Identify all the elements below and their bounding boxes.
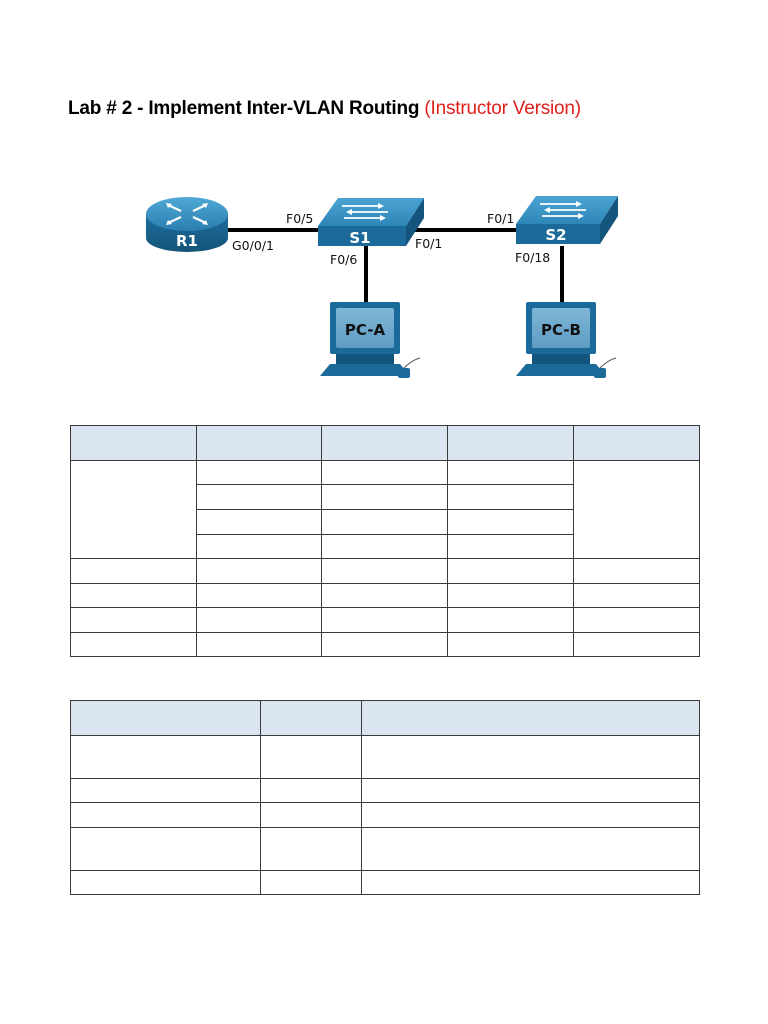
table-cell	[70, 460, 197, 559]
table-cell	[70, 607, 197, 633]
table-cell	[447, 607, 574, 633]
table-row	[70, 460, 700, 559]
table-row	[70, 632, 700, 657]
header-cell	[573, 425, 700, 461]
table-cell	[260, 735, 362, 779]
table-cell	[447, 558, 574, 584]
table-header-row	[70, 700, 700, 736]
pcb-label: PC-B	[541, 321, 581, 339]
table-header-row	[70, 425, 700, 461]
port-s2-f018: F0/18	[515, 250, 550, 265]
pca-label: PC-A	[345, 321, 386, 339]
table-row	[70, 583, 700, 608]
table-cell	[260, 827, 362, 871]
table-row	[71, 534, 700, 559]
table-row	[70, 558, 700, 584]
table-cell	[196, 632, 322, 657]
vlan-table	[70, 700, 700, 895]
table-cell	[573, 607, 700, 633]
table-cell	[321, 534, 448, 559]
table-cell	[321, 460, 448, 485]
table-cell	[196, 583, 322, 608]
table-cell	[196, 509, 322, 535]
table-cell	[196, 534, 322, 559]
title-subtitle: (Instructor Version)	[424, 98, 581, 119]
port-r1-g001: G0/0/1	[232, 238, 274, 253]
port-s2-f01: F0/1	[487, 211, 514, 226]
table-cell	[260, 802, 362, 828]
table-cell	[361, 735, 700, 779]
table-cell	[361, 827, 700, 871]
table-cell	[70, 827, 261, 871]
table-cell	[321, 558, 448, 584]
router-r1-icon: R1	[146, 197, 228, 252]
table-row	[71, 509, 700, 535]
table-cell	[70, 870, 261, 895]
port-s1-f01: F0/1	[415, 236, 442, 251]
title-main: Lab # 2 - Implement Inter-VLAN Routing	[68, 98, 420, 119]
table-cell	[321, 607, 448, 633]
table-cell	[573, 558, 700, 584]
s2-label: S2	[545, 226, 566, 244]
table-cell	[321, 632, 448, 657]
table-row	[70, 802, 700, 828]
pc-a-icon: PC-A	[320, 302, 421, 378]
s1-label: S1	[349, 229, 370, 247]
table-cell	[196, 484, 322, 510]
header-cell	[70, 700, 261, 736]
table-cell	[196, 558, 322, 584]
table-cell	[447, 583, 574, 608]
table-cell	[447, 484, 574, 510]
table-cell	[260, 870, 362, 895]
table-cell	[196, 607, 322, 633]
r1-label: R1	[176, 232, 198, 250]
table-cell	[361, 778, 700, 803]
table-row	[70, 735, 700, 779]
addressing-table	[70, 425, 700, 657]
port-s1-f06: F0/6	[330, 252, 357, 267]
table-cell	[321, 484, 448, 510]
table-cell	[196, 460, 322, 485]
switch-s2-icon: S2	[516, 196, 618, 244]
header-cell	[361, 700, 700, 736]
header-cell	[70, 425, 197, 461]
topology-diagram: R1 S1 S2	[146, 196, 618, 378]
table-row	[70, 607, 700, 633]
table-row	[71, 484, 700, 510]
page-title: Lab # 2 - Implement Inter-VLAN Routing (…	[68, 98, 581, 120]
header-cell	[196, 425, 322, 461]
table-cell	[573, 583, 700, 608]
table-cell	[70, 632, 197, 657]
table-row	[70, 827, 700, 871]
table-cell	[321, 583, 448, 608]
header-cell	[321, 425, 448, 461]
table-cell	[361, 802, 700, 828]
pc-b-icon: PC-B	[516, 302, 617, 378]
table-cell	[573, 632, 700, 657]
header-cell	[447, 425, 574, 461]
table-cell	[70, 583, 197, 608]
header-cell	[260, 700, 362, 736]
table-cell	[260, 778, 362, 803]
table-cell	[361, 870, 700, 895]
table-cell	[447, 632, 574, 657]
table-cell	[321, 509, 448, 535]
table-cell	[70, 558, 197, 584]
table-cell	[70, 778, 261, 803]
table-row	[70, 778, 700, 803]
table-row	[70, 870, 700, 895]
table-cell	[70, 802, 261, 828]
table-cell	[573, 460, 700, 559]
switch-s1-icon: S1	[318, 198, 424, 247]
table-cell	[447, 509, 574, 535]
table-cell	[447, 534, 574, 559]
table-cell	[70, 735, 261, 779]
port-s1-f05: F0/5	[286, 211, 313, 226]
table-cell	[447, 460, 574, 485]
